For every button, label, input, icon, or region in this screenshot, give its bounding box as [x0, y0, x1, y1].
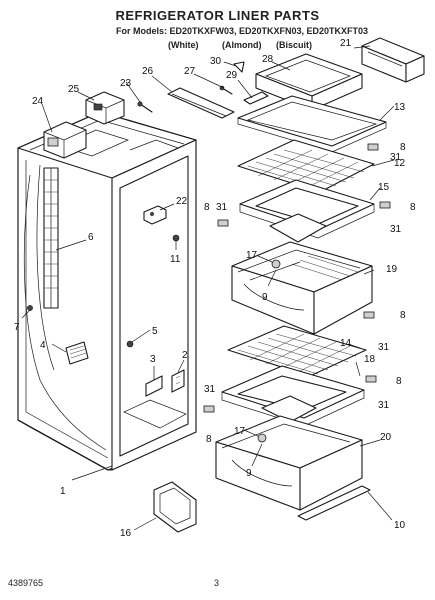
part-5-screw [126, 340, 134, 348]
callout-2: 2 [182, 350, 188, 361]
callout-30: 30 [210, 56, 222, 67]
part-6-ladder-rail [43, 167, 59, 309]
part-20-crisper-drawer [215, 415, 363, 511]
page-number: 3 [214, 578, 220, 588]
callout-8e: 8 [396, 376, 402, 387]
part-10-trim-strip [297, 485, 371, 521]
callout-4: 4 [40, 340, 46, 351]
crisper-lid-glass [269, 213, 327, 243]
part-25-bracket [85, 91, 125, 125]
part-18-crisper-cover [221, 365, 365, 427]
callout-31e: 31 [378, 400, 390, 411]
callout-31a: 31 [390, 152, 402, 163]
part-14-shelf-panel [227, 325, 367, 377]
page-title: REFRIGERATOR LINER PARTS [115, 8, 320, 23]
part-7-screw [27, 305, 33, 311]
callout-17b: 17 [234, 426, 246, 437]
part-2-clip [171, 369, 185, 393]
callout-24: 24 [32, 96, 44, 107]
callout-26: 26 [142, 66, 154, 77]
callout-9b: 9 [246, 468, 252, 479]
color-white: (White) [168, 40, 199, 50]
callout-5: 5 [152, 326, 158, 337]
part-29-track [243, 91, 269, 105]
callout-17a: 17 [246, 250, 258, 261]
callout-31d: 31 [378, 342, 390, 353]
callout-3: 3 [150, 354, 156, 365]
callout-28: 28 [262, 54, 274, 65]
color-almond: (Almond) [222, 40, 262, 50]
part-21-door-bin [361, 37, 425, 83]
callout-15: 15 [378, 182, 390, 193]
part-3-clip [145, 375, 163, 397]
callout-31f: 31 [204, 384, 216, 395]
callout-14: 14 [340, 338, 352, 349]
callout-29: 29 [226, 70, 238, 81]
part-24-control-housing [43, 121, 87, 159]
part-22-bracket [143, 205, 167, 225]
callout-8a: 8 [400, 142, 406, 153]
document-number: 4389765 [8, 578, 44, 588]
model-list: For Models: ED20TKXFW03, ED20TKXFN03, ED… [116, 26, 369, 36]
part-19-crisper-drawer [231, 241, 373, 335]
callout-16: 16 [120, 528, 132, 539]
part-26-light-shield [167, 87, 235, 119]
callout-1: 1 [60, 486, 66, 497]
callout-10: 10 [394, 520, 406, 531]
color-biscuit: (Biscuit) [276, 40, 312, 50]
callout-27: 27 [184, 66, 196, 77]
part-13-glass-shelf [237, 95, 387, 153]
callout-31c: 31 [390, 224, 402, 235]
refrigerator-liner [17, 111, 197, 471]
callout-labels: 1 2 3 4 5 6 7 8 8 8 8 8 8 9 9 10 11 12 1… [14, 38, 416, 539]
callout-22: 22 [176, 196, 188, 207]
callout-8f: 8 [206, 434, 212, 445]
callout-25: 25 [68, 84, 80, 95]
callout-20: 20 [380, 432, 392, 443]
part-16-frame [153, 481, 197, 533]
callout-9a: 9 [262, 292, 268, 303]
callout-31b: 31 [216, 202, 228, 213]
callout-11: 11 [170, 254, 181, 265]
callout-7: 7 [14, 322, 20, 333]
callout-18: 18 [364, 354, 376, 365]
part-15-crisper-cover [239, 179, 375, 239]
callout-8b: 8 [204, 202, 210, 213]
callout-13: 13 [394, 102, 406, 113]
callout-19: 19 [386, 264, 398, 275]
callout-8d: 8 [400, 310, 406, 321]
part-23-screw [137, 101, 153, 113]
callout-6: 6 [88, 232, 94, 243]
part-30-cap [233, 61, 245, 73]
callout-23: 23 [120, 78, 132, 89]
callout-8c: 8 [410, 202, 416, 213]
shelf-supports [203, 143, 391, 443]
callout-12: 12 [394, 158, 406, 169]
callout-21: 21 [340, 38, 352, 49]
leader-lines [21, 45, 395, 531]
part-4-vent [65, 341, 89, 365]
